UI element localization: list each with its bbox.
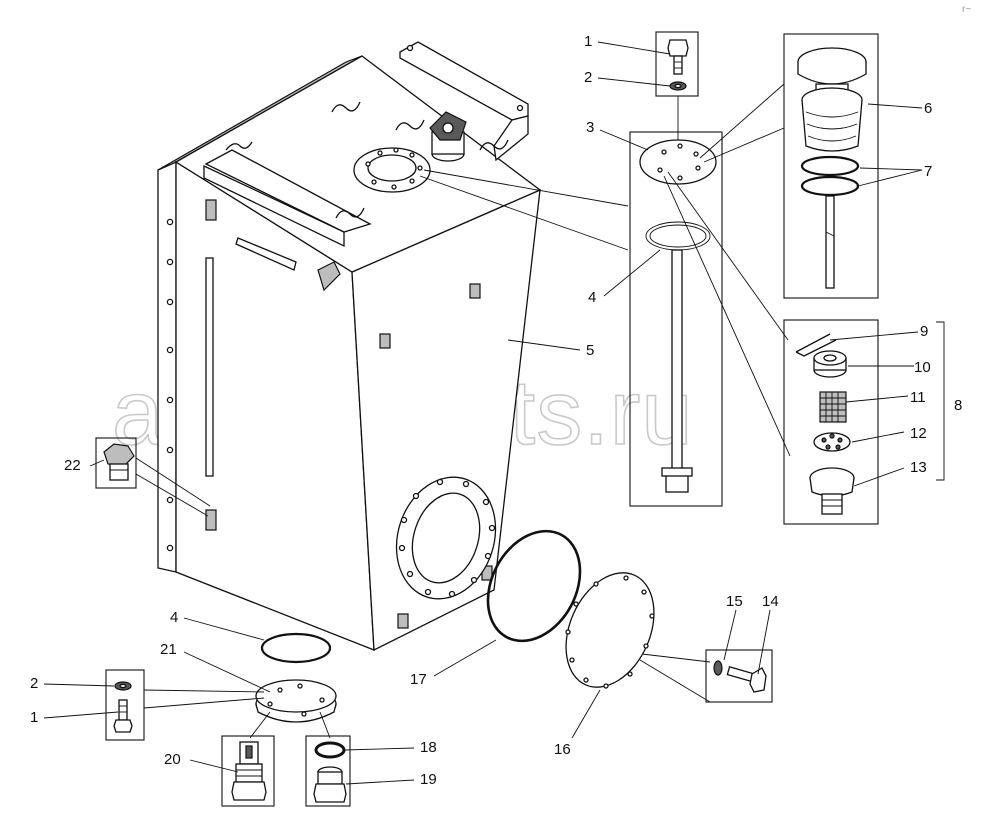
hydraulic-tank	[157, 41, 542, 652]
dipstick-gasket	[645, 221, 711, 251]
callout-9: 9	[920, 323, 928, 340]
bottom-bolt	[113, 699, 133, 733]
corner-mark: r~	[962, 4, 971, 15]
cover-gasket	[486, 529, 582, 643]
callout-4: 4	[588, 289, 596, 306]
callout-16: 16	[554, 741, 571, 758]
callout-19: 19	[420, 771, 437, 788]
strainer-mesh	[819, 391, 847, 423]
bottom-flange	[255, 679, 337, 723]
hose-clamp	[395, 119, 425, 131]
callout-3: 3	[586, 119, 594, 136]
drain-plug-box	[305, 735, 351, 807]
callout-13: 13	[910, 459, 927, 476]
breather-plug	[103, 443, 135, 481]
callout-21: 21	[160, 641, 177, 658]
dipstick-tube	[661, 249, 693, 493]
callout-labels: 1 2 3 4 5 6 7 8 9 10 11 12 13 14 15 16 1…	[30, 33, 962, 788]
clip	[205, 199, 217, 221]
flange-holes	[166, 215, 191, 552]
callout-12: 12	[910, 425, 927, 442]
side-slot	[205, 257, 214, 477]
callout-6: 6	[924, 100, 932, 117]
callout-18: 18	[420, 739, 437, 756]
strainer-housing	[809, 467, 855, 515]
clip	[469, 283, 481, 299]
callout-17: 17	[410, 671, 427, 688]
breather-filter	[429, 111, 467, 162]
fill-cap-box	[783, 33, 879, 299]
clip	[397, 613, 409, 629]
bottom-bolt-box	[105, 669, 145, 741]
callout-10: 10	[914, 359, 931, 376]
hose-clamp	[335, 207, 365, 219]
dipstick-assembly-box	[629, 131, 723, 507]
cleanout-cover	[565, 572, 655, 689]
hose-clamp	[331, 101, 361, 113]
bottom-gasket	[260, 632, 332, 664]
fill-cap-o-rings	[800, 155, 860, 197]
dipstick-cover-plate	[639, 139, 717, 185]
drain-plug-seal	[314, 741, 346, 759]
callout-22: 22	[64, 457, 81, 474]
callout-2-bottom: 2	[30, 675, 38, 692]
callout-7: 7	[924, 163, 932, 180]
top-bolt-box	[655, 31, 699, 97]
callout-15: 15	[726, 593, 743, 610]
hose-clamp	[479, 139, 509, 151]
side-rib	[235, 237, 297, 271]
strainer-box	[783, 319, 879, 525]
callout-1: 1	[584, 33, 592, 50]
callout-14: 14	[762, 593, 779, 610]
callout-8: 8	[954, 397, 962, 414]
top-rail	[203, 164, 345, 248]
group-bracket	[936, 321, 945, 481]
strainer-plate	[813, 432, 851, 452]
drain-valve	[231, 741, 267, 801]
top-bolt	[667, 39, 689, 75]
clip	[205, 509, 217, 531]
callout-1-bottom: 1	[30, 709, 38, 726]
hose-clamp	[225, 141, 253, 151]
cover-bolt-box	[705, 649, 773, 703]
lock-wire	[795, 333, 837, 357]
cover-washer	[713, 660, 723, 676]
callout-leaders	[43, 41, 923, 785]
tank-flange-plate	[157, 160, 177, 573]
clip	[317, 261, 341, 292]
callout-4-bottom: 4	[170, 609, 178, 626]
rear-bracket-leg	[493, 115, 529, 162]
callout-5: 5	[586, 342, 594, 359]
nut-ring	[813, 350, 847, 378]
callout-20: 20	[164, 751, 181, 768]
callout-11: 11	[910, 389, 926, 406]
drain-valve-box	[221, 735, 275, 807]
top-port-flange	[353, 147, 431, 193]
fill-cap	[797, 47, 867, 289]
callout-2: 2	[584, 69, 592, 86]
cover-bolt	[726, 666, 767, 693]
clip	[379, 333, 391, 349]
top-rail-lip	[204, 149, 372, 233]
drain-plug	[313, 766, 347, 803]
front-cleanout-flange	[395, 476, 497, 600]
